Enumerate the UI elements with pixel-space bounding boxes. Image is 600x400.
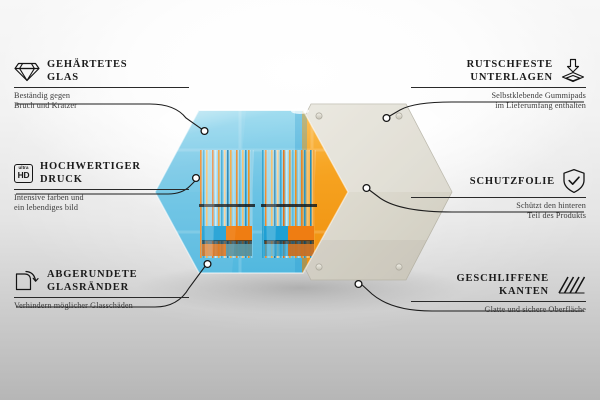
callout-rule (14, 87, 189, 88)
connector-dot-kanten (354, 279, 363, 289)
press-pad-icon (561, 58, 585, 83)
callout-subtitle: Selbstklebende Gummipads im Lieferumfang… (491, 91, 586, 111)
callout-title: RUTSCHFESTE UNTERLAGEN (466, 59, 553, 83)
callout-rule (411, 301, 586, 302)
callout-header: RUTSCHFESTE UNTERLAGEN (411, 58, 586, 84)
callout-rutschfeste-unterlagen: RUTSCHFESTE UNTERLAGEN Selbstklebende Gu… (411, 58, 586, 112)
connector-line-pads (387, 101, 584, 118)
callout-title: GESCHLIFFENE KANTEN (456, 273, 549, 297)
callout-geschliffene-kanten: GESCHLIFFENE KANTEN Glatte und sichere O… (411, 272, 586, 315)
callout-subtitle: Schützt den hinteren Teil des Produkts (516, 201, 586, 221)
hatch-lines-icon (558, 276, 586, 294)
connector-dot-edges (203, 259, 212, 269)
ultra-hd-icon-small-text: ultra (18, 165, 29, 171)
callout-rule (14, 189, 189, 190)
callout-title: GEHÄRTETES GLAS (47, 59, 128, 83)
callout-header: ABGERUNDETE GLASRÄNDER (14, 268, 189, 294)
callout-header: SCHUTZFOLIE (411, 168, 586, 194)
callout-rule (411, 87, 586, 88)
ultra-hd-icon: ultra HD (14, 163, 33, 183)
callout-gehaertetes-glas: GEHÄRTETES GLAS Beständig gegen Bruch un… (14, 58, 189, 112)
callout-subtitle: Verhindern möglicher Glasschäden (14, 301, 133, 310)
callout-header: ultra HD HOCHWERTIGER DRUCK (14, 160, 189, 186)
connector-line-glass (16, 103, 204, 131)
callout-subtitle: Intensive farben und ein lebendiges bild (14, 193, 84, 213)
callout-rule (14, 297, 189, 298)
connector-line-print (16, 178, 198, 195)
callout-subtitle: Glatte und sichere Oberfläche (484, 305, 586, 314)
callout-title: SCHUTZFOLIE (469, 175, 555, 187)
diamond-icon (14, 62, 40, 82)
callout-subtitle: Beständig gegen Bruch und Kratzer (14, 91, 77, 111)
connector-dot-film (362, 183, 371, 193)
rounded-corner-icon (15, 270, 39, 291)
connector-dot-glass (200, 126, 209, 136)
callout-hochwertiger-druck: ultra HD HOCHWERTIGER DRUCK Intensive fa… (14, 160, 189, 214)
connector-dot-print (191, 173, 201, 183)
callout-schutzfolie: SCHUTZFOLIE Schützt den hinteren Teil de… (411, 168, 586, 222)
connector-line-edges (16, 264, 207, 308)
connector-line-kanten (359, 282, 584, 312)
callout-header: GESCHLIFFENE KANTEN (411, 272, 586, 298)
rubber-pads (315, 112, 403, 271)
shield-check-icon (563, 168, 585, 194)
callout-rule (411, 197, 586, 198)
callout-header: GEHÄRTETES GLAS (14, 58, 189, 84)
connector-dot-pads (382, 113, 391, 123)
ultra-hd-icon-large-text: HD (17, 170, 30, 181)
callout-title: HOCHWERTIGER DRUCK (40, 161, 141, 185)
connector-line-film (367, 188, 584, 213)
callout-title: ABGERUNDETE GLASRÄNDER (47, 269, 138, 293)
callout-abgerundete-glasraender: ABGERUNDETE GLASRÄNDER Verhindern möglic… (14, 268, 189, 311)
